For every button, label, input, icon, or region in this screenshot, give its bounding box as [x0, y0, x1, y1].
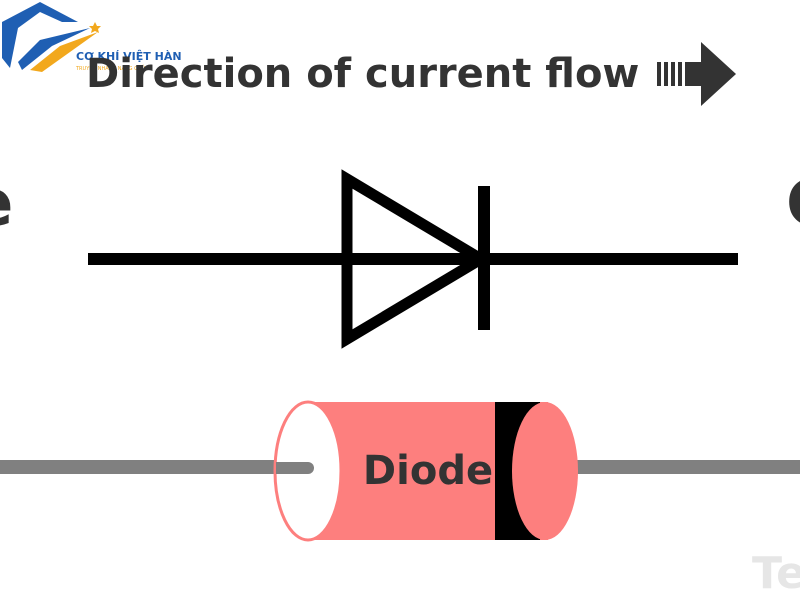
component-label: Diode: [363, 448, 493, 494]
watermark-text: Te: [752, 548, 800, 599]
logo-name: CƠ KHÍ VIỆT HÀN: [76, 50, 182, 63]
edge-label-right: C: [786, 167, 800, 241]
logo-tagline: TRUYỀN NHANH NĂNG CHỦ: [75, 64, 145, 72]
lead-left-end: [302, 462, 314, 474]
diagram-title: Direction of current flow: [86, 51, 639, 97]
diode-symbol: [88, 169, 738, 349]
logo-icon: [2, 2, 101, 72]
body-end-cap: [512, 402, 578, 540]
lead-left: [0, 460, 320, 474]
diode-component: Diode: [0, 400, 800, 542]
edge-label-left: e: [0, 167, 13, 241]
lead-right: [560, 460, 800, 474]
lead-left-stub: [276, 462, 308, 474]
symbol-anode-triangle: [341, 169, 492, 349]
striped-right-arrow-icon: [657, 42, 736, 106]
company-logo: CƠ KHÍ VIỆT HÀN TRUYỀN NHANH NĂNG CHỦ: [2, 2, 182, 72]
